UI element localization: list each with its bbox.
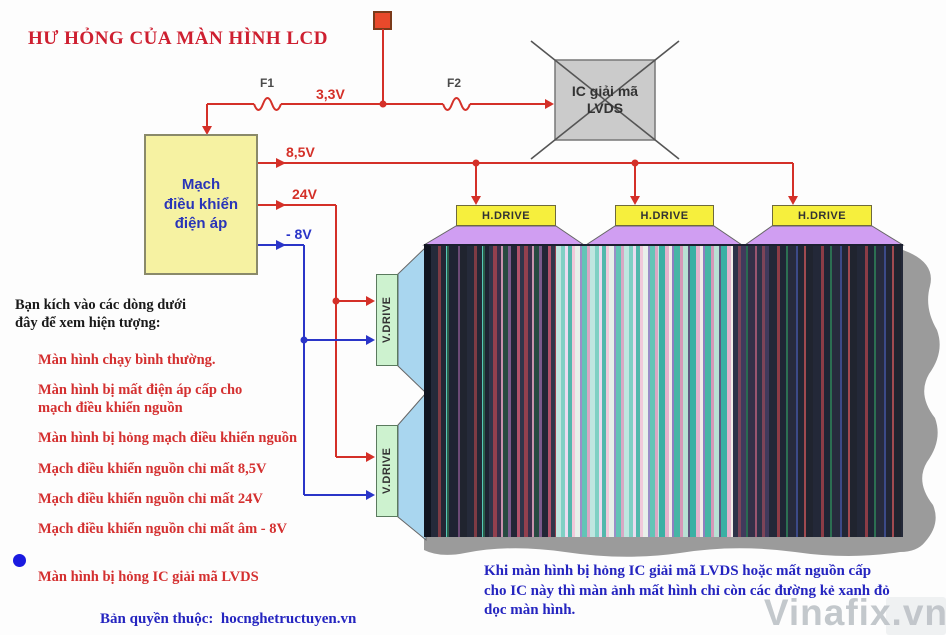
fuse-f1-label: F1 <box>260 76 275 90</box>
rail-8v5-arrows <box>276 158 798 205</box>
lcd-panel-image <box>424 244 903 537</box>
rail-24v <box>257 204 366 458</box>
fault-link-lost-8v5[interactable]: Mạch điều khiển nguồn chỉ mất 8,5V <box>38 460 267 477</box>
rail-3v3 <box>206 29 545 126</box>
panel-stripes-mixed <box>489 246 556 537</box>
rail-24v-arrows <box>276 200 375 462</box>
fault-link-bad-lvds-label: Màn hình bị hỏng IC giải mã LVDS <box>38 569 259 586</box>
v-drive-box-2: V.DRIVE <box>376 425 398 517</box>
fault-link-lost-supply[interactable]: Màn hình bị mất điện áp cấp cho mạch điề… <box>38 382 243 416</box>
menu-header: Bạn kích vào các dòng dưới đây để xem hi… <box>15 297 187 332</box>
label-3v3: 3,3V <box>316 86 345 102</box>
vdrive-fanouts <box>397 245 427 542</box>
h-drive-box-3: H.DRIVE <box>772 205 872 226</box>
panel-stripes-bright <box>556 246 659 537</box>
fault-menu: Màn hình chạy bình thường. Màn hình bị m… <box>13 352 368 600</box>
label-minus8v: - 8V <box>286 226 312 242</box>
fault-link-bad-lvds[interactable]: Màn hình bị hỏng IC giải mã LVDS <box>13 552 368 587</box>
panel-stripes-pastel <box>659 246 733 537</box>
rail-8v5 <box>257 162 794 196</box>
fuse-f1-symbol <box>253 97 282 111</box>
test-point-square <box>373 11 392 30</box>
page-title: HƯ HỎNG CỦA MÀN HÌNH LCD <box>28 28 328 49</box>
rail-3v3-arrows <box>202 99 554 135</box>
copyright-line: Bản quyền thuộc: hocnghetructuyen.vn <box>100 611 357 627</box>
watermark-backdrop <box>886 597 946 635</box>
fuse-f2-symbol <box>442 97 471 111</box>
panel-stripes-transition <box>733 246 769 537</box>
panel-stripes-dark-right <box>769 246 903 537</box>
h-drive-box-2: H.DRIVE <box>615 205 714 226</box>
fault-link-lost-24v[interactable]: Mạch điều khiển nguồn chỉ mất 24V <box>38 490 263 507</box>
fuse-f2-label: F2 <box>447 76 462 90</box>
label-24v: 24V <box>292 186 317 202</box>
h-drive-box-1: H.DRIVE <box>456 205 556 226</box>
watermark-text: Vinafix.vn <box>763 592 946 633</box>
fault-link-bad-controller[interactable]: Màn hình bị hỏng mạch điều khiển nguồn <box>38 430 298 447</box>
fault-link-lost-minus8v[interactable]: Mạch điều khiển nguồn chỉ mất âm - 8V <box>38 521 287 538</box>
hdrive-fanouts <box>422 225 905 246</box>
panel-stripes-dark-left <box>431 246 489 537</box>
v-drive-box-1: V.DRIVE <box>376 274 398 366</box>
lvds-decoder-label: IC giải mã LVDS <box>571 82 639 117</box>
explanation-note: Khi màn hình bị hỏng IC giải mã LVDS hoặ… <box>484 563 890 618</box>
voltage-control-box: Mạch điều khiển điện áp <box>144 134 258 275</box>
selected-item-bullet-icon <box>13 553 26 567</box>
fault-link-normal[interactable]: Màn hình chạy bình thường. <box>38 352 216 368</box>
lvds-fault-cross-icon <box>530 40 680 160</box>
label-8v5: 8,5V <box>286 144 315 160</box>
rail-minus8v-arrows <box>276 240 375 500</box>
